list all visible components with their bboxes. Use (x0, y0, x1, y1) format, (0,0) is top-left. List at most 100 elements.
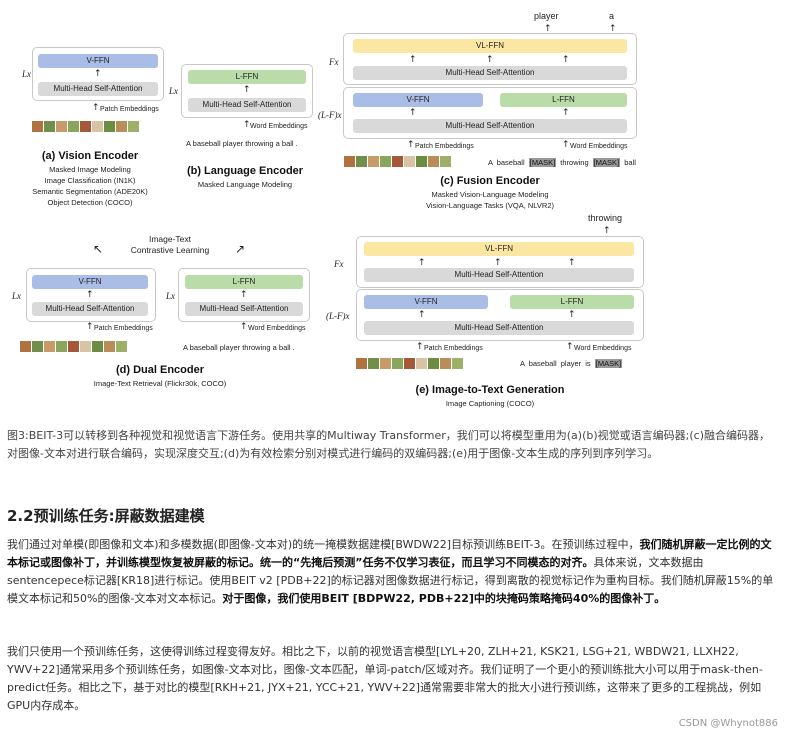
repeat-label: Fx (334, 259, 344, 269)
image-patches (356, 358, 463, 369)
up-arrow-icon: ↑ (92, 104, 100, 113)
repeat-label: Lx (166, 291, 175, 301)
token: A (520, 359, 525, 368)
task-1: Image-Text Retrieval (Flickr30k, COCO) (80, 378, 240, 389)
image-patch (92, 121, 103, 132)
repeat-label: Lx (22, 69, 31, 79)
section-title: 2.2预训练任务:屏蔽数据建模 (7, 505, 205, 526)
image-patch (380, 156, 391, 167)
image-patch (368, 156, 379, 167)
figure-caption: 图3:BEIT-3可以转移到各种视觉和视觉语言下游任务。使用共享的Multiwa… (7, 427, 777, 463)
image-patch (356, 358, 367, 369)
paragraph-1: 我们通过对单模(即图像和文本)和多模数据(即图像-文本对)的统一掩模数据建模[B… (7, 536, 777, 608)
up-arrow-icon: ↑ (416, 343, 424, 352)
attn-bar: Multi-Head Self-Attention (188, 98, 306, 112)
input-text: A baseball [MASK] throwing [MASK] ball (488, 158, 636, 167)
image-patch (104, 121, 115, 132)
image-patch (104, 341, 115, 352)
mask-token: [MASK] (593, 158, 620, 167)
image-patch (392, 156, 403, 167)
task-2: Image Classification (IN1K) (10, 175, 170, 186)
up-arrow-icon: ↑ (418, 311, 426, 320)
up-arrow-icon: ↑ (409, 109, 417, 118)
image-patch (128, 121, 139, 132)
token: throwing (560, 158, 588, 167)
mask-token: [MASK] (595, 359, 622, 368)
image-patch (344, 156, 355, 167)
image-patch (428, 358, 439, 369)
v-ffn-bar: V-FFN (353, 93, 483, 107)
l-ffn-bar: L-FFN (188, 70, 306, 84)
token: ball (624, 158, 636, 167)
image-patch (404, 156, 415, 167)
up-arrow-icon: ↑ (566, 343, 574, 352)
image-patch (392, 358, 403, 369)
image-patch (404, 358, 415, 369)
image-patch (92, 341, 103, 352)
repeat-label: (L-F)x (318, 110, 342, 120)
image-patch (56, 341, 67, 352)
up-arrow-icon: ↑ (240, 323, 248, 332)
image-patch (32, 341, 43, 352)
l-ffn-bar: L-FFN (500, 93, 627, 107)
attn-bar: Multi-Head Self-Attention (38, 82, 158, 96)
image-patch (20, 341, 31, 352)
task-4: Object Detection (COCO) (10, 197, 170, 208)
output-token: player (534, 11, 559, 21)
attn-bar: Multi-Head Self-Attention (353, 119, 627, 133)
repeat-label: Fx (329, 57, 339, 67)
image-patch (80, 121, 91, 132)
patch-embeddings-label: Patch Embeddings (424, 345, 483, 352)
panel-title: (c) Fusion Encoder (420, 175, 560, 187)
input-text: A baseball player throwing a ball . (183, 343, 295, 352)
image-patches (20, 341, 127, 352)
repeat-label: Lx (169, 86, 178, 96)
up-arrow-icon: ↑ (418, 259, 426, 268)
image-patch (380, 358, 391, 369)
up-arrow-icon: ↑ (562, 141, 570, 150)
up-arrow-icon: ↑ (94, 70, 102, 79)
mask-token: [MASK] (529, 158, 556, 167)
image-patch (116, 341, 127, 352)
vl-ffn-bar: VL-FFN (353, 39, 627, 53)
image-patch (44, 341, 55, 352)
image-patch (44, 121, 55, 132)
repeat-label: (L-F)x (326, 311, 350, 321)
output-token: a (609, 11, 614, 21)
attn-bar: Multi-Head Self-Attention (185, 302, 303, 316)
task-1: Masked Vision-Language Modeling (390, 189, 590, 200)
task-1: Masked Language Modeling (180, 179, 310, 190)
up-arrow-icon: ↑ (407, 141, 415, 150)
word-embeddings-label: Word Embeddings (248, 325, 305, 332)
up-arrow-icon: ↑ (86, 291, 94, 300)
l-ffn-bar: L-FFN (510, 295, 634, 309)
up-arrow-icon: ↑ (494, 259, 502, 268)
up-arrow-icon: ↑ (603, 227, 611, 236)
up-arrow-icon: ↑ (568, 259, 576, 268)
para1-text: 我们通过对单模(即图像和文本)和多模数据(即图像-文本对)的统一掩模数据建模[B… (7, 538, 640, 551)
image-patch (116, 121, 127, 132)
output-token: throwing (588, 213, 622, 223)
image-patch (32, 121, 43, 132)
vl-ffn-bar: VL-FFN (364, 242, 634, 256)
image-patch (80, 341, 91, 352)
arrow-up-right-icon: ↗ (235, 245, 245, 254)
token: is (585, 359, 590, 368)
panel-title: (a) Vision Encoder (30, 150, 150, 162)
attn-bar: Multi-Head Self-Attention (364, 268, 634, 282)
image-patch (416, 156, 427, 167)
up-arrow-icon: ↑ (240, 291, 248, 300)
attn-bar: Multi-Head Self-Attention (353, 66, 627, 80)
up-arrow-icon: ↑ (562, 56, 570, 65)
v-ffn-bar: V-FFN (364, 295, 488, 309)
image-patches (32, 121, 139, 132)
repeat-label: Lx (12, 291, 21, 301)
task-2: Vision-Language Tasks (VQA, NLVR2) (390, 200, 590, 211)
task-1: Masked Image Modeling (10, 164, 170, 175)
image-patch (68, 121, 79, 132)
image-patch (416, 358, 427, 369)
image-patches (344, 156, 451, 167)
up-arrow-icon: ↑ (243, 86, 251, 95)
up-arrow-icon: ↑ (562, 109, 570, 118)
up-arrow-icon: ↑ (86, 323, 94, 332)
